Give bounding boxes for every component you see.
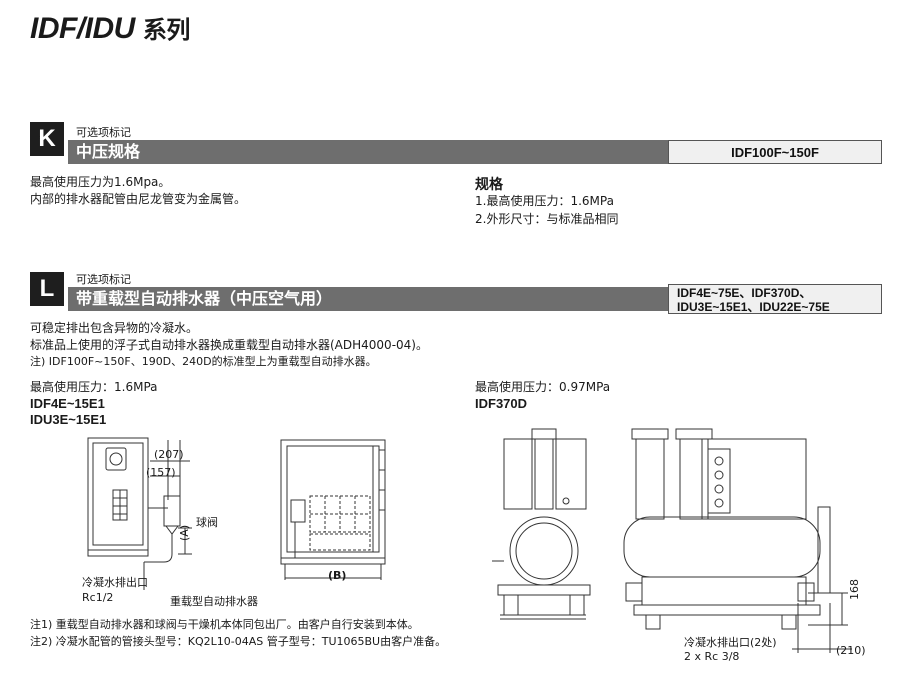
option-badge-k: K [30,122,64,156]
heavy-drain-label: 重载型自动排水器 [170,595,258,608]
side-view-drawing [265,430,405,600]
series-suffix: 系列 [142,16,191,44]
section-l-models: IDF4E~75E、IDF370D、 IDU3E~15E1、IDU22E~75E [668,284,882,314]
dim-207: (207) [154,448,184,461]
footnote-2: 注2) 冷凝水配管的管接头型号：KQ2L10-04AS 管子型号：TU1065B… [30,635,447,648]
idf370d-front-view [490,425,610,635]
ball-valve-label: 球阀 [196,516,218,529]
dim-168: 168 [848,579,861,600]
section-k-line-2: 内部的排水器配管由尼龙管变为金属管。 [30,192,247,206]
section-k-models: IDF100F~150F [668,140,882,164]
dim-a: (A) [178,524,191,541]
drain-outlet-label-left: 冷凝水排出口 [82,576,148,589]
spec-line-1: 1.最高使用压力：1.6MPa [475,194,614,208]
right-model: IDF370D [475,396,528,411]
section-l-models-line-1: IDF4E~75E、IDF370D、 [677,286,812,300]
left-model-1: IDF4E~15E1 [30,396,105,411]
section-l-note: 注) IDF100F~150F、190D、240D的标准型上为重载型自动排水器。 [30,355,377,368]
idf370d-side-view [612,425,862,660]
left-pressure: 最高使用压力：1.6MPa [30,380,158,394]
section-l-desc-2: 标准品上使用的浮子式自动排水器换成重载型自动排水器(ADH4000-04)。 [30,338,428,352]
spec-line-2: 2.外形尺寸：与标准品相同 [475,212,619,226]
spec-heading: 规格 [475,177,503,193]
footnote-1: 注1) 重载型自动排水器和球阀与干燥机本体同包出厂。由客户自行安装到本体。 [30,618,419,631]
rc-3-8-label: 2 x Rc 3/8 [684,650,740,663]
front-view-drawing [60,430,230,630]
section-l-desc-1: 可稳定排出包含异物的冷凝水。 [30,321,199,335]
section-l-models-line-2: IDU3E~15E1、IDU22E~75E [677,300,830,314]
dim-157: (157) [146,466,176,479]
dim-b: (B) [328,569,347,582]
dim-210: (210) [836,644,866,657]
section-k-title: 中压规格 [68,140,668,164]
option-label-l: 可选项标记 [76,273,131,286]
left-model-2: IDU3E~15E1 [30,412,107,427]
drain-outlet-label-right: 冷凝水排出口(2处) [684,636,777,649]
right-pressure: 最高使用压力：0.97MPa [475,380,611,394]
section-l-title: 带重载型自动排水器（中压空气用） [68,287,668,311]
option-badge-l: L [30,272,64,306]
option-label-k: 可选项标记 [76,126,131,139]
series-name: IDF/IDU [30,12,135,45]
section-k-line-1: 最高使用压力为1.6Mpa。 [30,175,171,189]
rc-half-label: Rc1/2 [82,591,114,604]
